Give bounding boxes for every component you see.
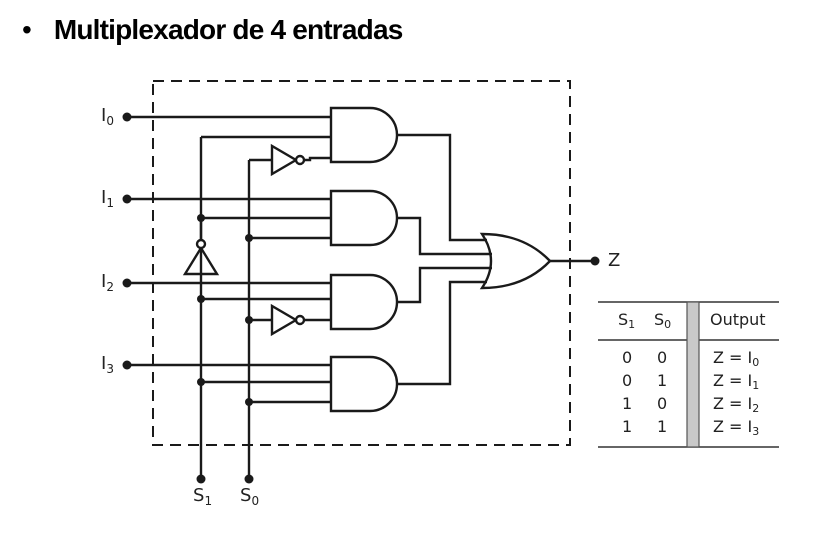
and2-to-or xyxy=(396,266,492,304)
and-gate-3 xyxy=(329,355,399,413)
input-label-i3: I3 xyxy=(101,353,114,377)
table-cell-output: Z = I0 xyxy=(713,348,760,370)
output-label-z: Z xyxy=(608,250,621,271)
table-cell-output: Z = I1 xyxy=(713,371,760,393)
select-label-s0: S0 xyxy=(240,485,260,509)
table-cell-s0: 0 xyxy=(657,348,668,367)
or-gate xyxy=(479,232,552,290)
table-cell-s0: 1 xyxy=(657,417,668,436)
and0-to-or xyxy=(396,133,487,242)
input-label-i0: I0 xyxy=(101,105,114,129)
z-terminal xyxy=(590,256,600,266)
table-divider xyxy=(686,301,700,448)
input-label-i2: I2 xyxy=(101,271,114,295)
and-gate-1 xyxy=(329,189,399,247)
table-cell-s1: 1 xyxy=(622,394,633,413)
bullet: • xyxy=(22,14,32,45)
and1-to-or xyxy=(396,216,492,256)
enclosure-box xyxy=(152,80,571,446)
input-label-i1: I1 xyxy=(101,187,114,211)
table-header-output: Output xyxy=(710,310,766,329)
table-cell-s0: 1 xyxy=(657,371,668,390)
s0-terminal xyxy=(244,474,254,484)
s0-inverter-top xyxy=(270,143,299,177)
page-title: Multiplexador de 4 entradas xyxy=(53,14,404,45)
s0-not-to-and0 xyxy=(304,156,331,162)
and-gate-0 xyxy=(329,106,399,164)
table-cell-s0: 0 xyxy=(657,394,668,413)
i2-terminal xyxy=(122,278,132,288)
i0-terminal xyxy=(122,112,132,122)
i3-terminal xyxy=(122,360,132,370)
s1-terminal xyxy=(196,474,206,484)
and-gate-2 xyxy=(329,273,399,331)
table-cell-output: Z = I2 xyxy=(713,394,760,416)
table-cell-s1: 0 xyxy=(622,371,633,390)
select-label-s1: S1 xyxy=(193,485,213,509)
table-header-s1: S1 xyxy=(618,310,636,332)
s1-inverter xyxy=(182,245,220,276)
title-row: • Multiplexador de 4 entradas xyxy=(22,12,403,48)
table-cell-s1: 1 xyxy=(622,417,633,436)
table-header-s0: S0 xyxy=(654,310,672,332)
i1-terminal xyxy=(122,194,132,204)
table-cell-output: Z = I3 xyxy=(713,417,760,439)
table-cell-s1: 0 xyxy=(622,348,633,367)
and3-to-or xyxy=(396,280,487,386)
s0-inverter-bottom xyxy=(270,303,299,337)
